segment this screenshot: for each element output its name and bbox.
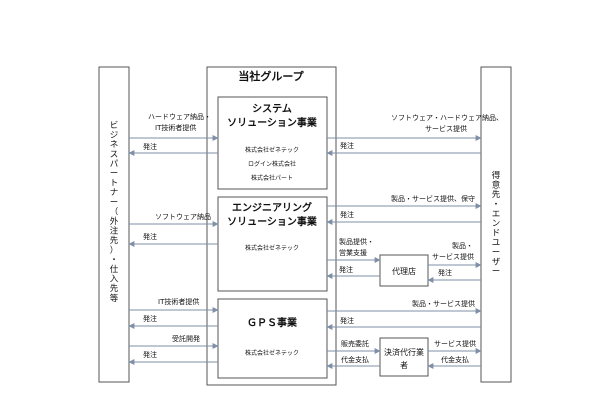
label-l-s2-in: ソフトウェア納品 xyxy=(155,212,211,221)
label-agency-end-in: 発注 xyxy=(438,268,452,277)
segment-box-engineering xyxy=(217,196,328,292)
company-s1-1: ログイン株式会社 xyxy=(248,160,296,168)
agency-box xyxy=(379,254,429,287)
left-entity-label: ビジネスパートナー（外注先）・仕入先等 xyxy=(110,121,119,304)
label-s3-pay-in: 代金支払 xyxy=(341,355,369,364)
segment-title-eng-2: ソリューション事業 xyxy=(227,215,318,228)
right-entity-label: 得意先・エンドユーザー xyxy=(492,170,501,277)
label-l-s1-in-2: IT技術者提供 xyxy=(155,123,196,132)
agency-label: 代理店 xyxy=(392,266,416,276)
segment-box-gps xyxy=(217,298,328,379)
right-customer-box xyxy=(480,66,512,383)
label-agency-end-out-1: 製品・ xyxy=(452,241,473,250)
company-s1-2: 株式会社パート xyxy=(251,174,293,182)
label-r-s2-out: 製品・サービス提供、保守 xyxy=(391,194,475,203)
label-l-s2-out: 発注 xyxy=(143,232,157,241)
label-s2-agency-in: 発注 xyxy=(339,265,353,274)
label-l-s3-out2: 発注 xyxy=(143,350,157,359)
label-r-s3-in: 発注 xyxy=(340,316,354,325)
label-r-s1-out-2: サービス提供 xyxy=(425,124,467,133)
segment-title-gps: ＧＰＳ事業 xyxy=(247,316,298,329)
label-l-s1-out: 発注 xyxy=(143,142,157,151)
segment-title-eng-1: エンジニアリング xyxy=(232,201,312,214)
company-s1-0: 株式会社ゼネテック xyxy=(245,146,299,154)
label-s2-agency-out-2: 営業支援 xyxy=(339,248,367,257)
payment-agent-label-2: 者 xyxy=(400,361,408,370)
payment-agent-box xyxy=(379,337,429,377)
label-pay-end-in: 代金支払 xyxy=(441,355,469,364)
company-s2-0: 株式会社ゼネテック xyxy=(245,244,299,252)
label-pay-end-out: サービス提供 xyxy=(434,339,476,348)
label-r-s1-out-1: ソフトウェア・ハードウェア納品、 xyxy=(391,113,503,122)
label-l-s1-in-1: ハードウェア納品・ xyxy=(148,112,211,121)
label-l-s3-out: 発注 xyxy=(143,314,157,323)
left-partner-box xyxy=(98,66,130,383)
segment-box-system xyxy=(217,96,328,190)
label-l-s3-in2: 受託開発 xyxy=(172,334,200,343)
label-r-s2-in: 発注 xyxy=(340,210,354,219)
segment-title-system-1: システム xyxy=(252,103,292,115)
segment-title-system-2: ソリューション事業 xyxy=(227,116,318,129)
company-s3-0: 株式会社ゼネテック xyxy=(245,349,299,357)
label-s3-pay-out: 販売委託 xyxy=(341,339,369,348)
label-r-s3-out: 製品・サービス提供 xyxy=(412,299,475,308)
label-l-s3-in: IT技術者提供 xyxy=(158,297,199,306)
label-s2-agency-out-1: 製品提供・ xyxy=(339,237,374,246)
label-agency-end-out-2: サービス提供 xyxy=(432,252,474,261)
payment-agent-label-1: 決済代行業 xyxy=(384,347,424,357)
label-r-s1-in: 発注 xyxy=(340,141,354,150)
group-title: 当社グループ xyxy=(238,69,304,83)
